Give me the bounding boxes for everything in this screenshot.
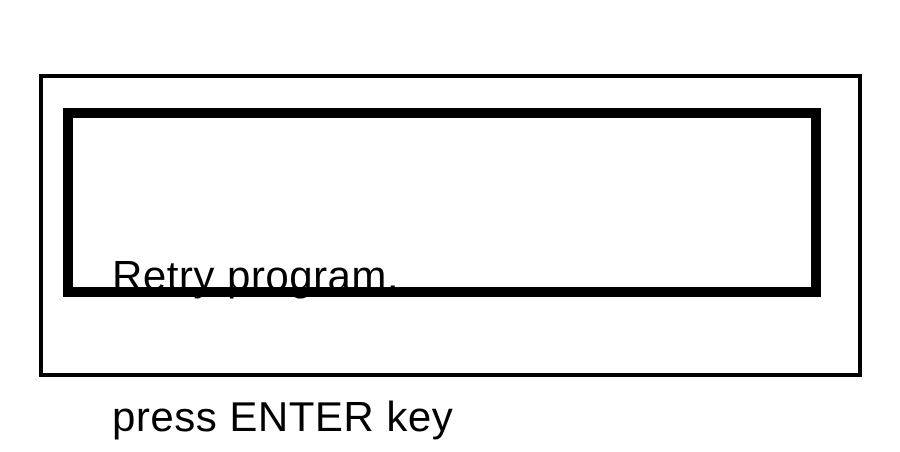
lcd-message-line-1: Retry program, — [112, 252, 400, 299]
lcd-message: Retry program, press ENTER key — [73, 118, 811, 452]
lcd-display: Retry program, press ENTER key — [63, 108, 821, 440]
device-panel-frame: Retry program, press ENTER key — [39, 74, 862, 440]
lcd-message-line-2: press ENTER key — [112, 393, 454, 440]
